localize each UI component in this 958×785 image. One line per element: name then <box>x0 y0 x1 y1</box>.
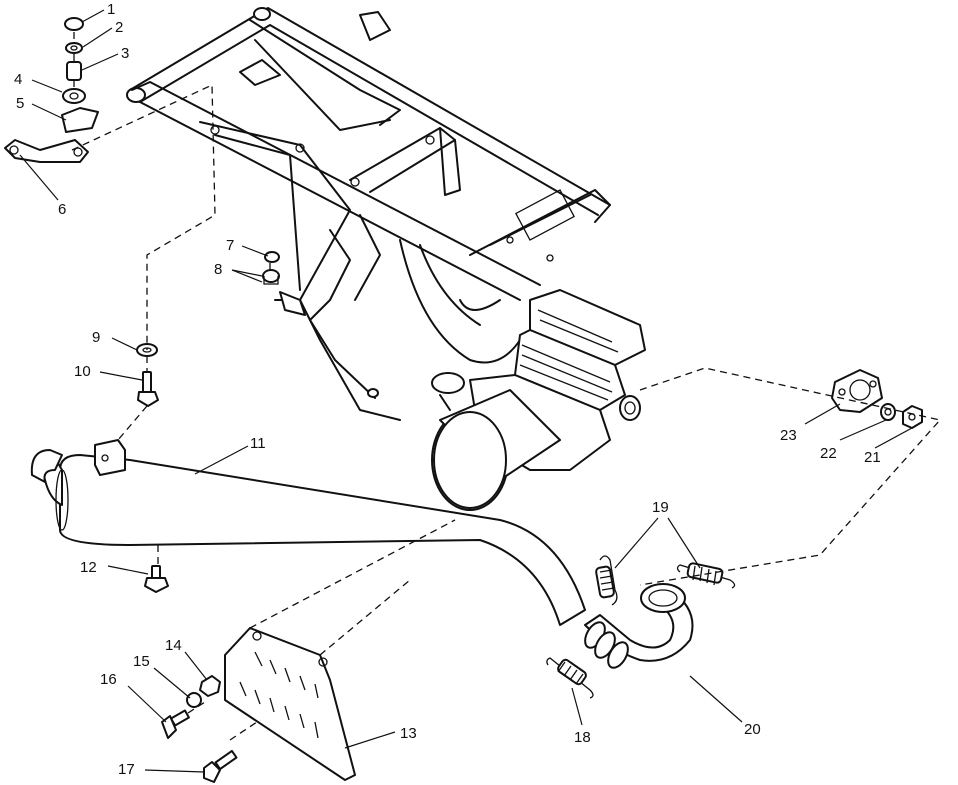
callout-12: 12 <box>80 559 97 576</box>
callout-5: 5 <box>16 95 24 112</box>
callout-23: 23 <box>780 427 797 444</box>
mount-hardware <box>4 17 99 163</box>
callout-9: 9 <box>92 329 100 346</box>
callout-11: 11 <box>250 435 266 452</box>
callout-15: 15 <box>133 653 150 670</box>
callout-labels: 1 2 3 4 5 6 7 8 9 10 11 12 13 14 15 16 1… <box>14 1 881 778</box>
callout-20: 20 <box>744 721 761 738</box>
head-pipe <box>584 583 694 669</box>
exhaust-flange <box>831 369 923 429</box>
heat-shield <box>224 627 356 781</box>
callout-13: 13 <box>400 725 417 742</box>
leader-lines <box>19 9 913 773</box>
callout-2: 2 <box>115 19 123 36</box>
callout-6: 6 <box>58 201 66 218</box>
callout-18: 18 <box>574 729 591 746</box>
callout-10: 10 <box>74 363 91 380</box>
callout-1: 1 <box>107 1 115 18</box>
callout-8: 8 <box>214 261 222 278</box>
callout-17: 17 <box>118 761 135 778</box>
callout-14: 14 <box>165 637 182 654</box>
small-hardware <box>136 251 280 783</box>
springs <box>546 555 736 699</box>
callout-4: 4 <box>14 71 22 88</box>
callout-21: 21 <box>864 449 881 466</box>
callout-7: 7 <box>226 237 234 254</box>
callout-22: 22 <box>820 445 837 462</box>
connector-lines <box>71 83 942 741</box>
frame-assembly <box>126 7 611 421</box>
callout-19: 19 <box>652 499 669 516</box>
callout-16: 16 <box>100 671 117 688</box>
engine-assembly <box>431 289 646 511</box>
muffler <box>30 439 586 626</box>
callout-3: 3 <box>121 45 129 62</box>
